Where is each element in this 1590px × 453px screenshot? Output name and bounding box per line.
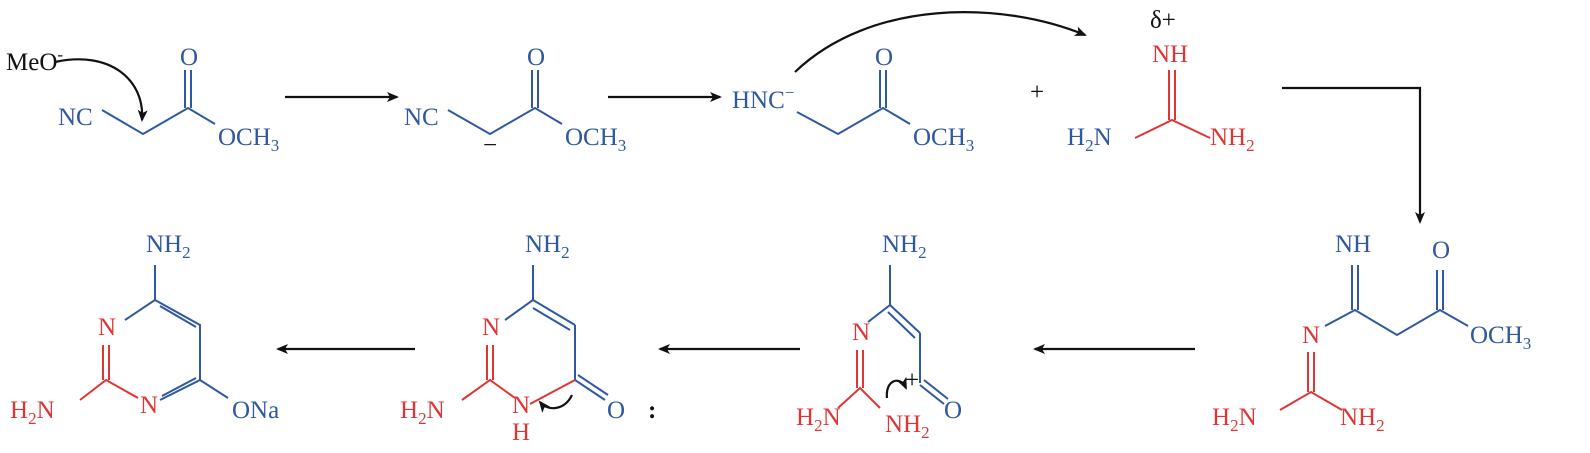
partial-charge: δ+: [1150, 7, 1176, 34]
imine-label: NH: [1152, 41, 1188, 68]
bonds: [79, 345, 139, 401]
curved-arrow-icon: [538, 394, 573, 413]
n-label: N: [1302, 322, 1320, 349]
carbonyl-oxygen: O: [875, 44, 893, 71]
salt-label: ONa: [232, 397, 279, 424]
carbonyl-oxygen: O: [180, 44, 198, 71]
bonds: [796, 106, 911, 136]
amine-right-label: NH2: [1340, 404, 1385, 435]
double-bond: [919, 379, 949, 405]
amine-label: NH2: [525, 231, 570, 262]
nitrile-label: NC: [58, 104, 93, 131]
ester-label: OCH3: [913, 124, 974, 155]
double-bond: [531, 70, 539, 108]
acylium-intermediate: NH2 O + N H2N NH2: [796, 231, 962, 442]
ester-label: OCH3: [1470, 322, 1531, 353]
n-label: N: [852, 319, 870, 346]
amine-label: NH2: [146, 231, 191, 262]
ester-label: OCH3: [565, 124, 626, 155]
amine-left-label: H2N: [400, 397, 445, 428]
bonds: [1134, 70, 1211, 139]
bonds: [101, 106, 216, 136]
imine-label: NH: [1335, 231, 1371, 258]
bonds: [837, 350, 881, 409]
curved-arrow-icon: [885, 376, 907, 399]
ester-label: OCH3: [218, 124, 279, 155]
lone-pair: :: [648, 397, 656, 424]
amine-right-label: NH2: [1210, 124, 1255, 155]
carbonyl-oxygen: O: [944, 397, 962, 424]
methoxide-label: MeO-: [6, 45, 63, 76]
pyrimidinone-intermediate: NH2 O : N N H H2N: [400, 231, 656, 446]
amine-left-label: H2N: [1212, 404, 1257, 435]
carbonyl-oxygen: O: [607, 397, 625, 424]
ring-n-label: N: [512, 392, 530, 419]
bonds: [504, 265, 609, 401]
nitrile-label: NC: [404, 104, 439, 131]
ring-h-label: H: [512, 419, 530, 446]
curved-arrow-icon: [794, 11, 1087, 73]
amine-right-label: NH2: [885, 411, 930, 442]
amidino-intermediate: NH O OCH3 N H2N NH2: [1212, 231, 1531, 435]
n-top-label: N: [98, 314, 116, 341]
plus-sign: +: [1030, 79, 1044, 106]
isonitrile-anion: HNC− O OCH3: [732, 11, 1087, 155]
carbonyl-oxygen: O: [527, 44, 545, 71]
amine-left-label: H2N: [10, 397, 55, 428]
bonds: [461, 345, 576, 405]
bonds: [1279, 352, 1343, 411]
bonds: [124, 265, 229, 401]
n-label: N: [482, 314, 500, 341]
curved-arrow-icon: [54, 58, 148, 122]
product-pyrimidine-salt: NH2 ONa N N H2N: [10, 231, 279, 428]
bonds: [867, 265, 921, 383]
double-bond: [879, 70, 887, 108]
amine-left-label: H2N: [796, 404, 841, 435]
reaction-arrow-3: [1282, 86, 1425, 224]
isonitrile-label: HNC−: [732, 83, 794, 114]
guanidine: δ+ NH H2N NH2: [1067, 7, 1255, 155]
double-bond: [184, 70, 192, 108]
double-bond: [1436, 270, 1444, 310]
double-bond: [159, 305, 197, 328]
carbanion: NC O − OCH3: [404, 44, 626, 159]
methyl-cyanoacetate: MeO- NC O OCH3: [6, 44, 279, 155]
bonds: [1324, 265, 1469, 337]
amine-left-label: H2N: [1067, 124, 1112, 155]
n-bottom-label: N: [140, 392, 158, 419]
negative-charge: −: [483, 132, 497, 159]
amine-label: NH2: [882, 231, 927, 262]
positive-charge: +: [905, 367, 919, 394]
carbonyl-oxygen: O: [1432, 237, 1450, 264]
bonds: [447, 106, 563, 136]
